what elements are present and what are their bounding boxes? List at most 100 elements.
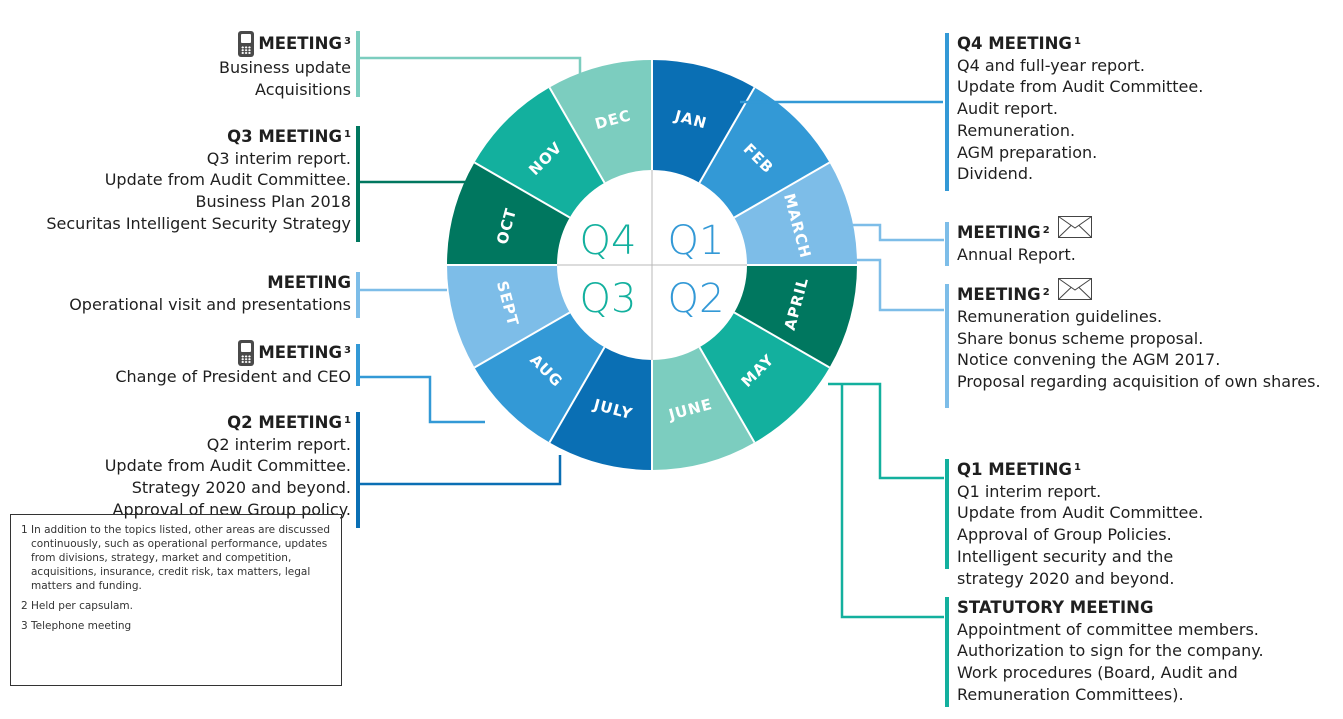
- agenda-item: Strategy 2020 and beyond.: [131, 478, 351, 498]
- meeting-title-text: MEETING: [258, 34, 343, 54]
- footnotes-box: 1 In addition to the topics listed, othe…: [10, 514, 342, 686]
- wheel-segment-july: [549, 347, 652, 470]
- meeting-bar: [356, 344, 360, 386]
- quarter-label-q2: Q2: [668, 276, 725, 322]
- agenda-item: Authorization to sign for the company.: [957, 641, 1264, 661]
- envelope-icon: [1057, 216, 1092, 238]
- agenda-item: Intelligent security and the: [957, 546, 1174, 566]
- meeting-title-text: MEETING: [258, 343, 343, 363]
- agenda-item: Notice convening the AGM 2017.: [957, 350, 1221, 370]
- meeting-bar: [945, 597, 949, 707]
- agenda-item: Remuneration guidelines.: [957, 307, 1163, 326]
- meeting-title-text: Q2 MEETING: [227, 413, 343, 432]
- wheel-segment-aug: [474, 312, 605, 443]
- footnote-ref: 1: [1073, 36, 1081, 47]
- footnote-ref: 2: [1042, 287, 1050, 299]
- agenda-item: Remuneration Committees).: [957, 684, 1184, 704]
- agenda-item: Q3 interim report.: [206, 148, 351, 168]
- meeting-title-text: Q1 MEETING: [957, 460, 1072, 479]
- wheel-divider: [473, 311, 571, 369]
- wheel-divider: [733, 311, 831, 369]
- phone-icon: [238, 340, 255, 366]
- agenda-item: Share bonus scheme proposal.: [957, 328, 1204, 348]
- footnote-ref: 2: [1042, 225, 1050, 237]
- wheel-divider: [548, 86, 606, 184]
- agenda-item: Work procedures (Board, Audit and: [957, 663, 1238, 683]
- wheel-segment-sept: [447, 265, 570, 368]
- wheel-segment-oct: [447, 162, 570, 265]
- meeting-bar: [945, 33, 949, 191]
- footnote-ref: 1: [1073, 462, 1081, 473]
- wheel-divider: [473, 161, 571, 219]
- wheel-segment-feb: [699, 87, 830, 218]
- wheel-divider: [733, 161, 831, 219]
- meeting-title-text: Q4 MEETING: [957, 34, 1072, 53]
- wheel-segment-dec: [549, 60, 652, 183]
- meeting-bar: [356, 126, 360, 242]
- agenda-item: Approval of Group Policies.: [957, 525, 1172, 545]
- meeting-title-text: STATUTORY MEETING: [957, 598, 1154, 617]
- footnote-ref: 3: [344, 345, 351, 357]
- connector-line: [848, 223, 944, 242]
- wheel-segment-may: [699, 312, 830, 443]
- wheel-divider: [698, 86, 756, 184]
- quarter-label-q1: Q1: [668, 218, 725, 264]
- wheel-segment-nov: [474, 87, 605, 218]
- agenda-item: strategy 2020 and beyond.: [957, 568, 1175, 588]
- meeting-title: MEETING: [69, 272, 351, 294]
- meeting-title: STATUTORY MEETING: [957, 597, 1264, 619]
- footnote-3: 3 Telephone meeting: [21, 620, 132, 632]
- meeting-title-text: MEETING: [957, 285, 1041, 305]
- agenda-item: Audit report.: [957, 99, 1058, 119]
- agenda-item: Business update: [218, 58, 351, 77]
- meeting-bar: [945, 284, 949, 408]
- agenda-item: Operational visit and presentations: [69, 294, 351, 314]
- agenda-item: Proposal regarding acquisition of own sh…: [957, 372, 1321, 392]
- agenda-item: Update from Audit Committee.: [104, 170, 351, 190]
- agenda-item: Business Plan 2018: [195, 192, 351, 212]
- agenda-item: Securitas Intelligent Security Strategy: [46, 213, 351, 233]
- meeting-bar: [356, 31, 360, 97]
- connector-line: [357, 375, 485, 424]
- wheel-segment-april: [734, 265, 857, 368]
- agenda-item: Update from Audit Committee.: [104, 456, 351, 476]
- agenda-item: Remuneration.: [957, 120, 1076, 140]
- meeting-bar: [945, 222, 949, 266]
- agenda-item: AGM preparation.: [957, 142, 1098, 162]
- connector-line: [357, 455, 562, 486]
- footnote-1: 1 In addition to the topics listed, othe…: [21, 524, 331, 592]
- connector-line: [840, 384, 944, 619]
- agenda-item: Annual Report.: [957, 245, 1076, 264]
- wheel-divider: [698, 346, 756, 444]
- meeting-bar: [356, 412, 360, 528]
- agenda-item: Acquisitions: [255, 79, 351, 99]
- footnote-2: 2 Held per capsulam.: [21, 600, 133, 612]
- connector-line: [357, 56, 582, 78]
- meeting-bar: [356, 272, 360, 318]
- envelope-icon: [1057, 278, 1092, 300]
- meeting-title-text: Q3 MEETING: [227, 127, 343, 146]
- wheel-divider: [548, 346, 606, 444]
- wheel-segment-june: [652, 347, 755, 470]
- footnote-ref: 1: [344, 415, 351, 426]
- agenda-item: Appointment of committee members.: [957, 619, 1259, 639]
- agenda-item: Update from Audit Committee.: [957, 77, 1204, 97]
- quarter-label-q4: Q4: [580, 218, 637, 264]
- footnote-ref: 3: [344, 36, 351, 48]
- connector-line: [850, 258, 944, 312]
- meeting-bar: [945, 459, 949, 569]
